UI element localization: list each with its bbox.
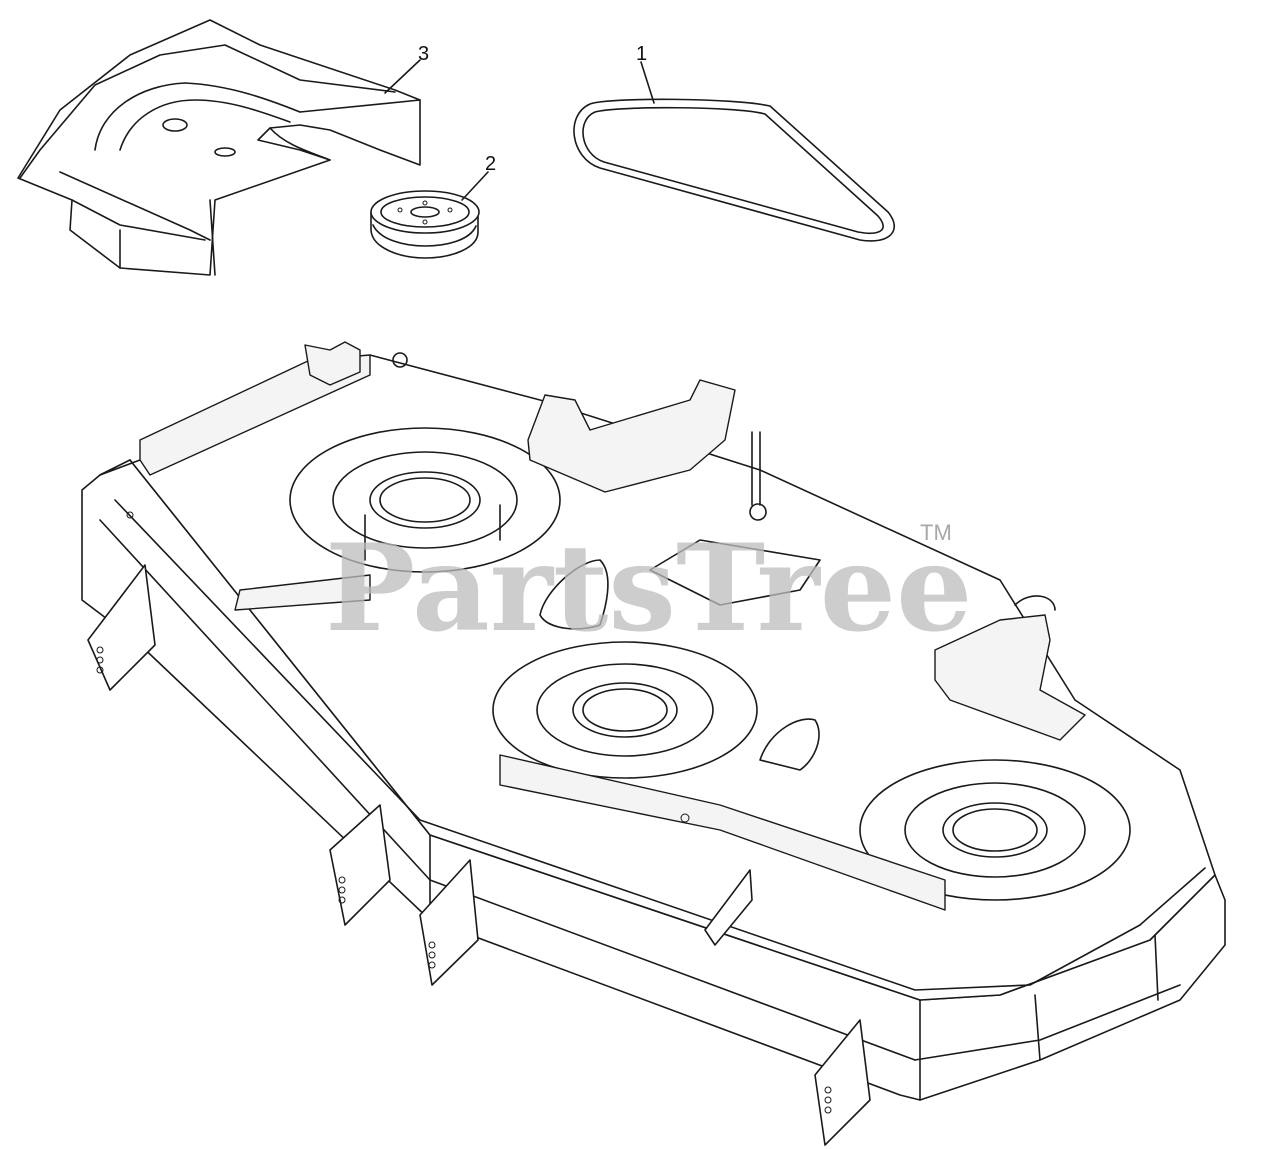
callout-label: 3	[418, 43, 429, 65]
watermark-text: PartsTree	[325, 518, 972, 659]
belt-cover-part[interactable]	[17, 19, 421, 276]
pulley-part[interactable]	[370, 190, 480, 259]
callout-1: 1	[636, 43, 655, 104]
trademark-symbol: TM	[920, 520, 952, 545]
drive-belt-part[interactable]	[573, 98, 895, 242]
spindle-mount-right	[859, 759, 1131, 901]
callout-2: 2	[461, 153, 496, 201]
callout-label: 1	[636, 43, 647, 65]
callout-label: 2	[485, 153, 496, 175]
spindle-mount-left	[289, 427, 561, 573]
spindle-mount-center	[492, 641, 758, 779]
mower-deck	[81, 341, 1226, 1146]
parts-tree-watermark: PartsTree TM	[325, 518, 972, 659]
callout-3: 3	[384, 43, 429, 94]
